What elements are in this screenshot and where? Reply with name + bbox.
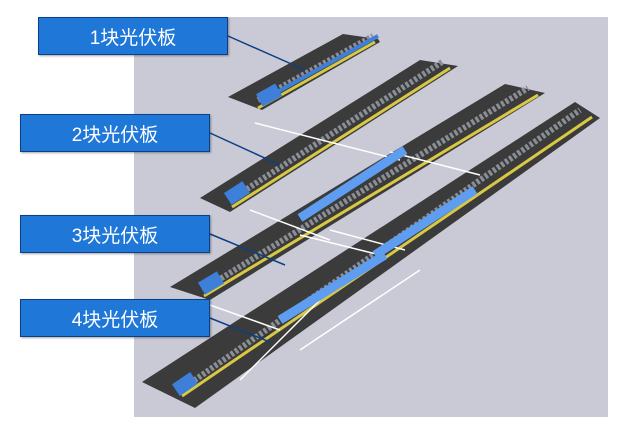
label-4-panels: 4块光伏板	[20, 299, 210, 337]
rail-edge-2	[231, 66, 451, 209]
leader-line-2	[209, 132, 281, 166]
lane-line-1	[254, 122, 401, 161]
label-1-panel: 1块光伏板	[38, 17, 228, 55]
lane-line-8	[299, 269, 421, 351]
label-2-panels: 2块光伏板	[20, 114, 210, 152]
rail-edge-3	[203, 93, 539, 298]
leader-line-1	[227, 35, 306, 71]
robot-bar-4	[277, 251, 388, 324]
robot-body-2	[223, 181, 251, 205]
lane-line-7	[239, 299, 321, 381]
robot-bar-2	[297, 146, 408, 222]
rail-edge-4	[181, 115, 593, 398]
robot-body-3	[197, 271, 225, 295]
lane-line-4	[299, 234, 381, 256]
lane-line-5	[209, 304, 281, 331]
panel-track-4	[180, 107, 582, 392]
robot-body-4	[171, 372, 199, 396]
lane-line-2	[249, 209, 331, 241]
panel-track-2	[228, 59, 444, 203]
robot-bar-3	[372, 186, 478, 259]
leader-line-4	[209, 317, 271, 343]
leader-line-3	[209, 233, 286, 266]
lane-line-3	[389, 151, 481, 176]
panel-track-3	[202, 85, 530, 292]
label-3-panels: 3块光伏板	[20, 215, 210, 253]
robot-bar-1	[271, 34, 379, 97]
robot-body-1	[255, 83, 283, 107]
